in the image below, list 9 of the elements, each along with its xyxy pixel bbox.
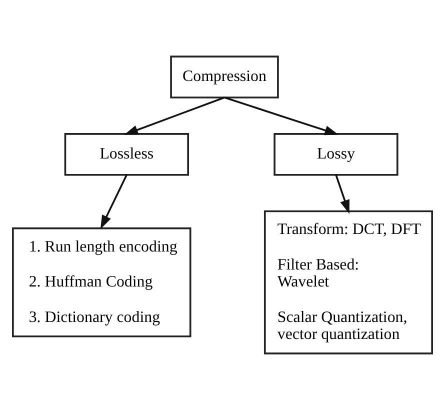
arrow (224, 96, 339, 136)
arrow (124, 96, 225, 135)
node-box: Lossy (274, 133, 398, 176)
arrow (335, 174, 350, 214)
arrow (100, 174, 128, 230)
node-box: Lossless (64, 133, 189, 176)
node-box: 1. Run length encoding 2. Huffman Coding 3. Dictionary coding (12, 227, 192, 338)
node-box: Transform: DCT, DFT Filter Based: Wavelet Scalar Quantization, vector quantization (264, 210, 433, 354)
node-box: Compression (170, 56, 279, 98)
